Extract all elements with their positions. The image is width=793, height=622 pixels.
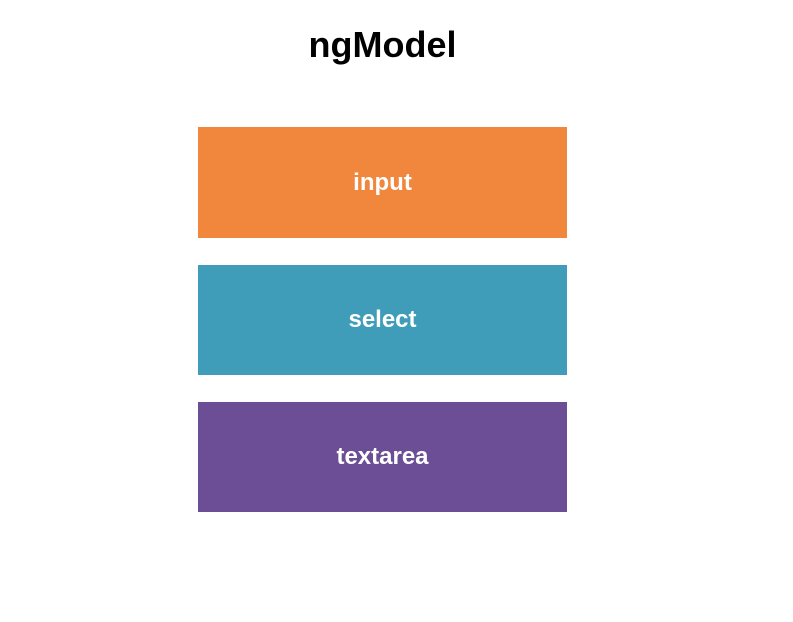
block-select: select	[198, 265, 567, 375]
diagram-title: ngModel	[308, 24, 457, 65]
block-textarea-label: textarea	[336, 443, 429, 470]
block-input: input	[198, 127, 567, 238]
block-select-label: select	[348, 306, 417, 333]
block-input-label: input	[353, 168, 412, 196]
block-textarea: textarea	[198, 402, 567, 512]
